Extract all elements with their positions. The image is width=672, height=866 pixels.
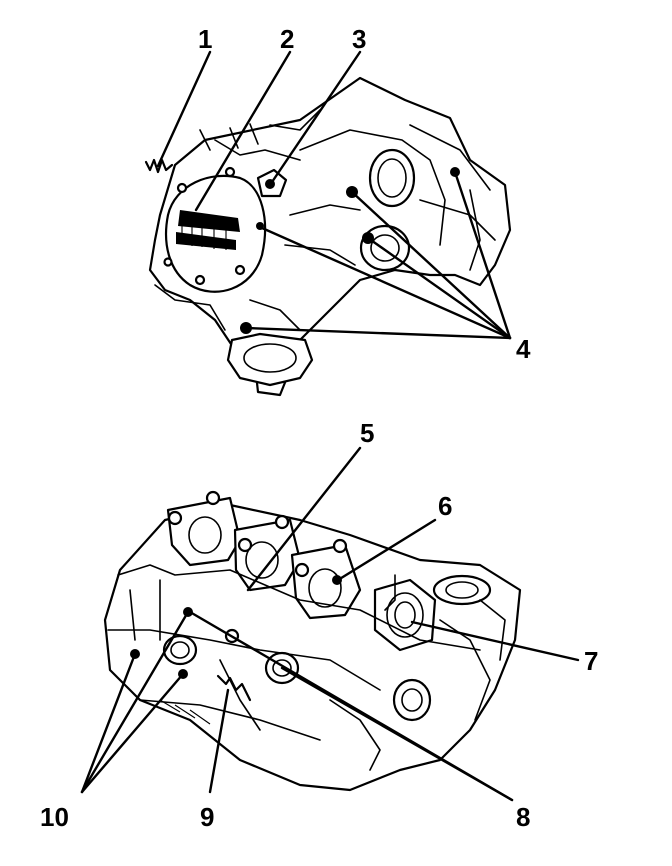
- upper-engine-block: [144, 76, 512, 397]
- sensor-wire: [216, 674, 252, 702]
- rear-main-seal-area: [226, 332, 314, 387]
- callout-6: 6: [438, 491, 452, 521]
- leader-lines: [80, 50, 580, 802]
- callout-5: 5: [360, 418, 374, 448]
- dipstick-tube: [144, 158, 174, 174]
- oil-pump-bore: [392, 678, 432, 722]
- cap-bolts: [167, 490, 348, 578]
- rear-cover-plate: [164, 174, 267, 293]
- upper-block-casting-detail: [154, 109, 496, 331]
- side-bore-left: [162, 634, 198, 666]
- rear-flange-bore: [432, 574, 492, 606]
- callout-8: 8: [516, 802, 530, 832]
- cover-bolt-holes: [163, 166, 246, 286]
- cover-plate-hatching: [176, 210, 240, 250]
- lower-engine-block: [103, 490, 522, 792]
- callout-4: 4: [516, 334, 531, 364]
- rear-seal-housing: [373, 578, 437, 652]
- callout-1: 1: [198, 24, 212, 54]
- callout-9: 9: [200, 802, 214, 832]
- callout-labels: 1 2 3 4 5 6 7 8 9 10: [40, 24, 598, 832]
- callout-2: 2: [280, 24, 294, 54]
- main-bearing-caps: [166, 496, 362, 620]
- upper-block-outline: [148, 76, 512, 397]
- cam-bore: [368, 148, 416, 208]
- callout-3: 3: [352, 24, 366, 54]
- lower-block-casting-detail: [107, 564, 506, 771]
- callout-7: 7: [584, 646, 598, 676]
- callout-10: 10: [40, 802, 69, 832]
